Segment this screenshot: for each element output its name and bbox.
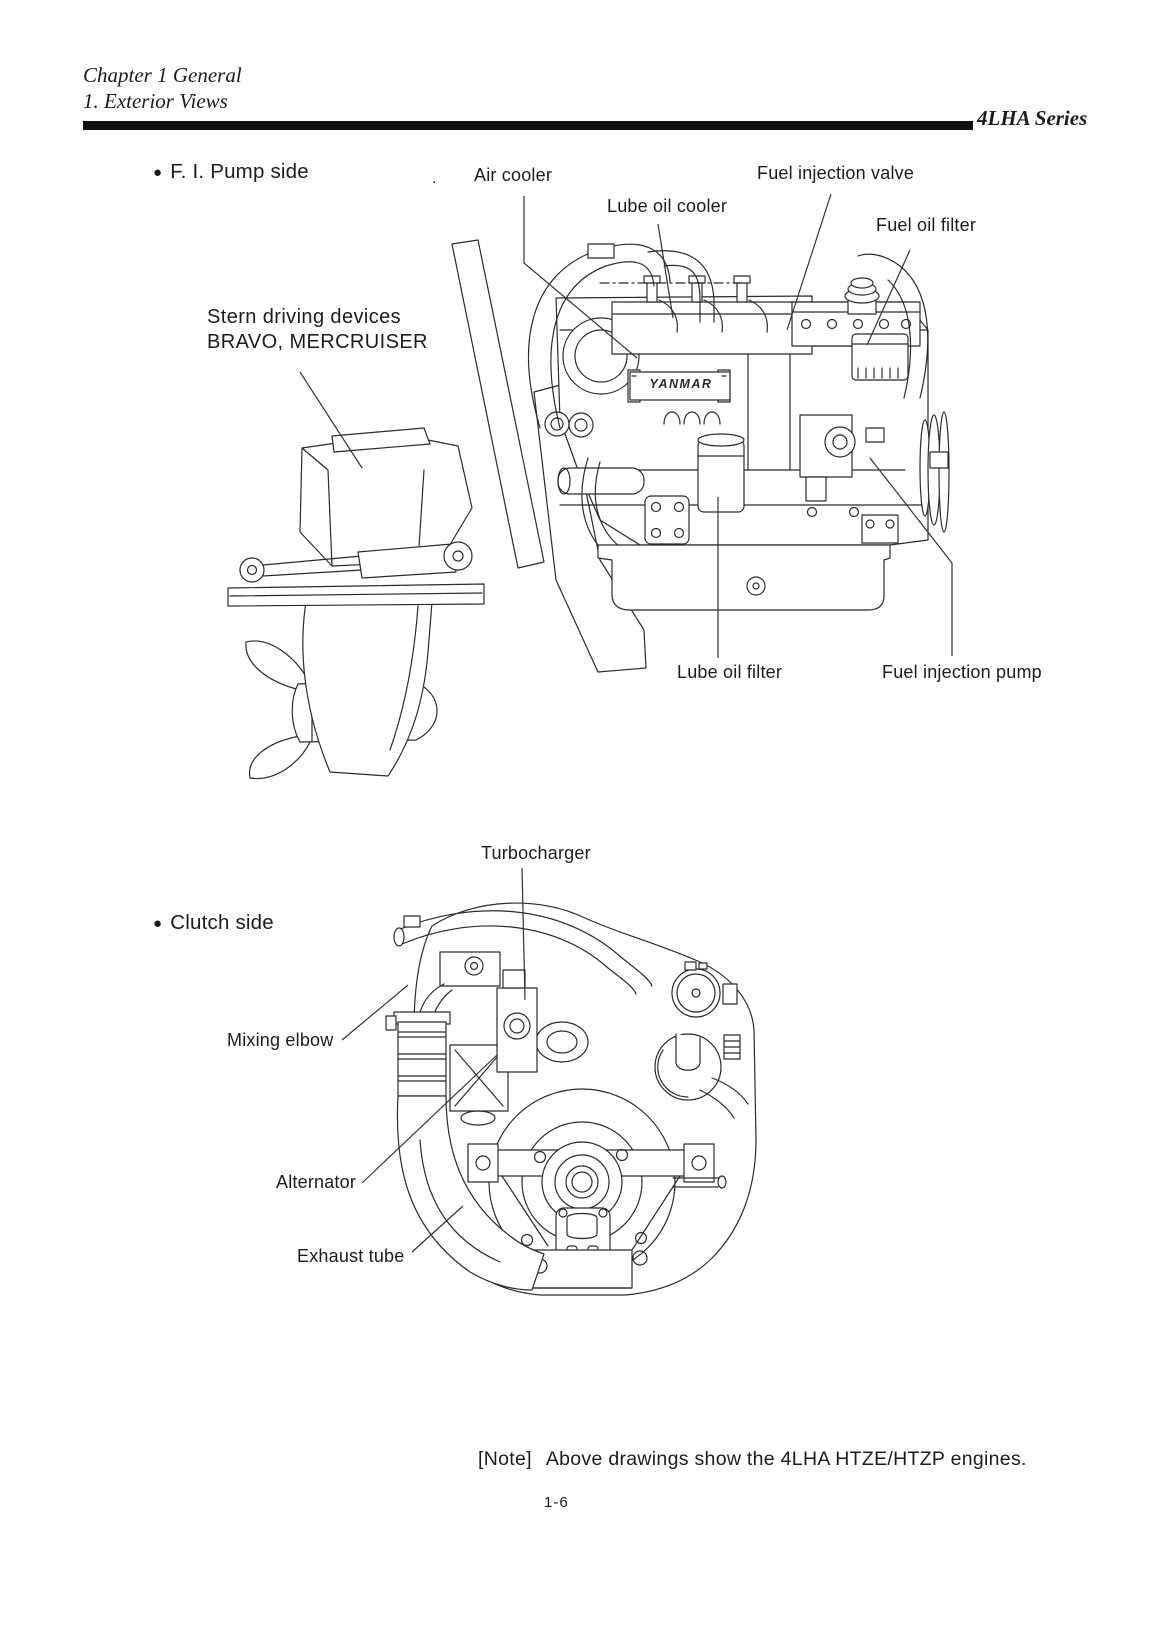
clutch-side-drawing (341, 867, 757, 1296)
label-exhaust-tube: Exhaust tube (297, 1246, 405, 1266)
exhaust-tube-drawing (396, 1095, 545, 1291)
header-rule (83, 121, 973, 130)
label-stern-driving-devices-line1: Stern driving devices (207, 306, 402, 328)
label-stern-driving-devices-line2: BRAVO, MERCRUISER (207, 331, 428, 353)
fi-pump-side-leaders (299, 193, 953, 658)
label-alternator: Alternator (276, 1172, 357, 1192)
chapter-title: Chapter 1 General (83, 63, 242, 87)
flywheel-housing-drawing (467, 1088, 727, 1276)
section-heading-fi-pump-side: ● F. I. Pump side (153, 160, 309, 184)
leader-turbocharger (521, 867, 526, 1001)
leader-exhaust-tube (411, 1205, 464, 1253)
bullet-icon: ● (153, 915, 163, 932)
leader-fuel-injection-valve (786, 193, 832, 331)
leader-fuel-oil-filter (866, 249, 911, 346)
bullet-icon: ● (153, 164, 163, 181)
engine-side-drawing (528, 243, 950, 611)
turbocharger-drawing (496, 969, 589, 1073)
pulley-end-cap-drawing (671, 961, 738, 1018)
section-title: 1. Exterior Views (83, 89, 228, 113)
yanmar-logo: YANMAR (649, 377, 713, 391)
note-label: [Note] (478, 1448, 532, 1470)
label-mixing-elbow: Mixing elbow (227, 1030, 334, 1050)
water-pump-drawing (654, 1033, 749, 1119)
section-heading-label: Clutch side (170, 911, 274, 934)
label-fuel-oil-filter: Fuel oil filter (876, 215, 977, 235)
series-title: 4LHA Series (977, 106, 1088, 130)
label-air-cooler: Air cooler (474, 165, 553, 185)
fi-pump-side-drawing (227, 193, 953, 780)
note-text: Above drawings show the 4LHA HTZE/HTZP e… (545, 1448, 1027, 1470)
label-fuel-injection-pump: Fuel injection pump (882, 662, 1042, 682)
page-number: 1-6 (544, 1494, 569, 1511)
leader-lube-oil-cooler (657, 223, 674, 319)
leader-alternator (361, 1054, 498, 1184)
clutch-side-leaders (341, 867, 526, 1253)
leader-fuel-injection-pump (869, 457, 953, 656)
label-lube-oil-cooler: Lube oil cooler (607, 196, 728, 216)
leader-mixing-elbow (341, 984, 409, 1041)
label-fuel-injection-valve: Fuel injection valve (757, 163, 915, 183)
section-heading-clutch-side: ● Clutch side (153, 911, 274, 935)
label-turbocharger: Turbocharger (481, 843, 591, 863)
stray-period-mark: . (432, 170, 437, 187)
label-lube-oil-filter: Lube oil filter (677, 662, 783, 682)
leader-stern-driving-devices (299, 371, 363, 469)
note: [Note] Above drawings show the 4LHA HTZE/… (478, 1448, 1027, 1471)
leader-air-cooler (523, 196, 638, 359)
section-heading-label: F. I. Pump side (170, 160, 309, 183)
